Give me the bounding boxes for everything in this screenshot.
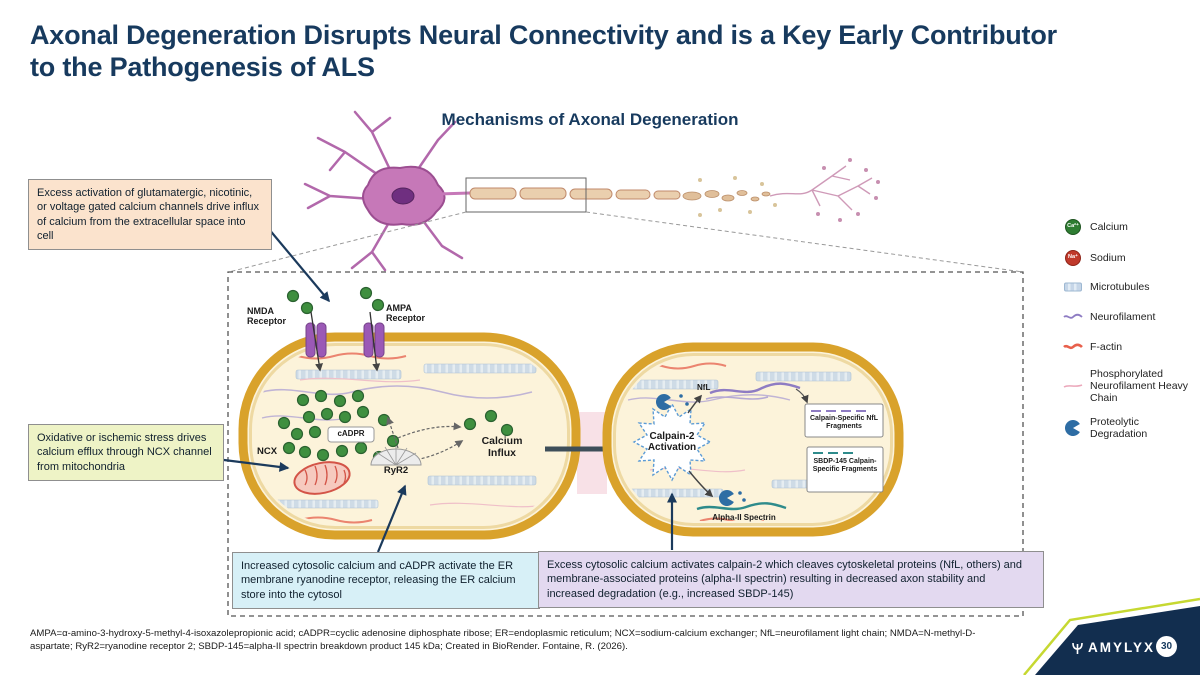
alpha-ii-spectrin-line (696, 502, 787, 511)
mitochondria (293, 461, 351, 495)
nfl-fragments-label: Calpain-Specific NfL Fragments (809, 415, 879, 430)
debris-specks (698, 176, 777, 217)
calpain-to-nfl-arrow (687, 394, 703, 414)
cadpr-box (327, 426, 375, 443)
nmda-receptor-label: NMDA Receptor (247, 306, 287, 327)
callout-calcium-efflux: Oxidative or ischemic stress drives calc… (28, 424, 224, 481)
alpha-spectrin-label: Alpha-II Spectrin (712, 513, 776, 522)
ncx-label: NCX (257, 446, 278, 457)
diagram-title: Mechanisms of Axonal Degeneration (441, 110, 739, 129)
calcium-ions-extracellular (286, 286, 385, 315)
calcium-influx-label: Calcium Influx (481, 435, 523, 459)
calcium-ions-cytosol (277, 389, 514, 464)
f-actin-icon (1063, 342, 1083, 352)
proteolytic-degradation-icon (1063, 420, 1083, 437)
footnote-text: AMPA=α-amino-3-hydroxy-5-methyl-4-isoxaz… (30, 628, 976, 652)
calcium-icon: Ca²⁺ (1063, 219, 1083, 235)
page-title-line2: to the Pathogenesis of ALS (30, 51, 375, 82)
legend-label: Neurofilament (1090, 311, 1156, 323)
legend-label: Sodium (1090, 251, 1126, 264)
sbdp-fragments-label: SBDP-145 Calpain-Specific Fragments (812, 458, 878, 473)
footer-wedge (1023, 597, 1200, 675)
diagram-dashed-border (227, 271, 1024, 617)
page-title: Axonal Degeneration Disrupts Neural Conn… (30, 20, 1180, 84)
legend-item-neurofilament: Neurofilament (1063, 311, 1198, 323)
calpain-to-spectrin-arrow (688, 470, 714, 498)
calcium-entry-arrow-ampa (369, 311, 381, 372)
legend-label: Phosphorylated Neurofilament Heavy Chain (1090, 368, 1189, 405)
cleaved-fragments-dots (679, 394, 746, 502)
nmda-receptor (305, 322, 327, 358)
amylyx-logo-icon (1072, 642, 1083, 654)
neurofilament-icon (1063, 312, 1083, 322)
legend-label: F-actin (1090, 341, 1123, 353)
cytoskeleton-texture-left (261, 352, 546, 524)
legend-item-proteolytic: Proteolytic Degradation (1063, 416, 1198, 440)
page-number: 30 (1156, 636, 1177, 657)
proteolytic-degradation-icon (655, 393, 671, 410)
sbdp-fragments-box (806, 446, 884, 493)
calpain2-activation-burst (632, 402, 712, 482)
degenerating-axon-fragments (682, 190, 771, 202)
terminal-debris-dots (816, 158, 880, 222)
nfl-label: NfL (697, 383, 711, 392)
degenerated-terminal-branches (769, 165, 873, 211)
neuron-illustration (303, 110, 880, 272)
axon-segment-left (238, 286, 581, 540)
legend-item-phospho-nfh: Phosphorylated Neurofilament Heavy Chain (1063, 368, 1198, 404)
brand-logo: AMYLYX (1072, 640, 1155, 655)
nfl-to-fragments-arrow (795, 388, 809, 404)
phosphorylated-neurofilament-icon (1063, 381, 1083, 391)
cadpr-label: cADPR (337, 429, 365, 438)
ampa-receptor-label: AMPA Receptor (386, 303, 426, 324)
axon-segment-right (602, 342, 904, 537)
legend-item-microtubules: Microtubules (1063, 281, 1198, 293)
ampa-receptor (363, 322, 385, 358)
ryanodine-receptor-er (370, 446, 422, 466)
neurofilament-nfl (705, 382, 801, 400)
page-title-line1: Axonal Degeneration Disrupts Neural Conn… (30, 20, 1057, 50)
sodium-icon: Na⁺ (1063, 250, 1083, 266)
ryr2-release-arrow (386, 416, 399, 449)
callout-calpain-cleavage: Excess cytosolic calcium activates calpa… (538, 551, 1044, 608)
ryr2-label: RyR2 (383, 465, 409, 476)
calcium-entry-arrow-nmda (310, 311, 323, 372)
zoom-indicator (228, 177, 1024, 273)
nfl-fragments-box (804, 403, 884, 438)
proteolytic-degradation-icon (718, 490, 734, 506)
axon-connector-band (577, 412, 607, 494)
callout-ryanodine-receptor: Increased cytosolic calcium and cADPR ac… (232, 552, 540, 609)
legend-item-sodium: Na⁺ Sodium (1063, 250, 1198, 266)
legend-item-calcium: Ca²⁺ Calcium (1063, 219, 1198, 235)
legend-label: Proteolytic Degradation (1090, 416, 1148, 441)
nucleus (391, 187, 415, 205)
myelinated-axon (469, 187, 681, 200)
axon-hillock (437, 191, 471, 196)
calpain2-activation-label: Calpain-2 Activation (647, 431, 697, 454)
legend-label: Calcium (1090, 220, 1128, 233)
legend-label: Microtubules (1090, 281, 1150, 293)
brand-name: AMYLYX (1088, 640, 1156, 655)
calcium-diffusion-arrow (397, 422, 462, 439)
legend-item-f-actin: F-actin (1063, 341, 1198, 353)
callout-calcium-influx: Excess activation of glutamatergic, nico… (28, 179, 272, 251)
microtubules-icon (1063, 282, 1083, 292)
